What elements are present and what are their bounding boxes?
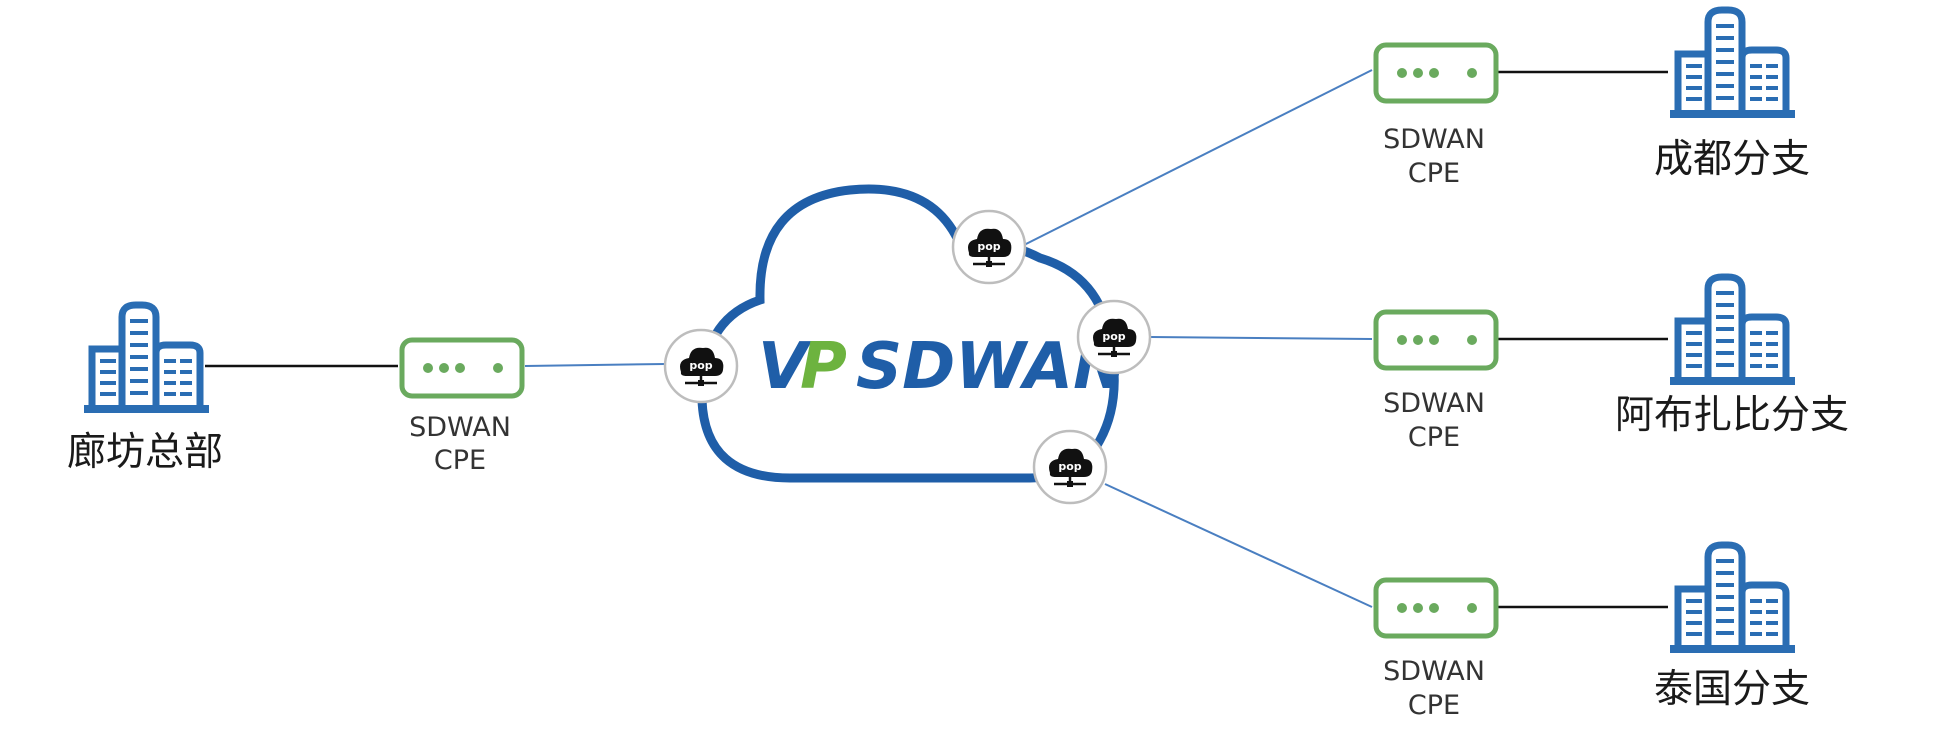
site-name-hq: 廊坊总部 (67, 430, 223, 475)
pop-nodes: pop pop pop pop (663, 209, 1152, 505)
cpe-label-abudhabi-line1: SDWAN (1383, 388, 1485, 419)
status-led-icon (1397, 68, 1407, 78)
wan-link-chengdu (1021, 69, 1373, 247)
status-led-icon (493, 363, 503, 373)
building-icon-abudhabi (1670, 273, 1795, 385)
brand-vp-p: P (800, 330, 847, 404)
cpe-label-abudhabi-line2: CPE (1408, 422, 1460, 453)
pop-cloud-icon (680, 347, 724, 386)
pop-node-thailand[interactable]: pop (1032, 429, 1108, 505)
brand-vp-v: V (758, 330, 812, 404)
wan-link-hq (524, 363, 666, 367)
cpe-label-hq-line2: CPE (434, 445, 486, 476)
buildings (84, 6, 1795, 653)
status-led-icon (1429, 335, 1439, 345)
status-led-icon (423, 363, 433, 373)
pop-cloud-icon (1093, 318, 1137, 357)
status-led-icon (1467, 68, 1477, 78)
building-icon-hq (84, 301, 209, 413)
wan-link-abudhabi (1149, 336, 1373, 340)
cpe-label-hq-line1: SDWAN (409, 412, 511, 443)
pop-cloud-icon (1049, 448, 1093, 487)
status-led-icon (1413, 335, 1423, 345)
status-led-icon (1429, 603, 1439, 613)
cpe-label-thailand-line2: CPE (1408, 690, 1460, 721)
pop-label: pop (689, 359, 712, 372)
pop-node-abudhabi[interactable]: pop (1076, 299, 1152, 375)
pop-cloud-icon (968, 228, 1012, 267)
building-icon-thailand (1670, 541, 1795, 653)
cpe-device-thailand[interactable] (1373, 577, 1499, 639)
pop-node-chengdu[interactable]: pop (951, 209, 1027, 285)
status-led-icon (1467, 603, 1477, 613)
cpe-label-thailand-line1: SDWAN (1383, 656, 1485, 687)
site-name-abudhabi: 阿布扎比分支 (1615, 393, 1849, 438)
status-led-icon (1429, 68, 1439, 78)
building-icon-chengdu (1670, 6, 1795, 118)
cpe-device-hq[interactable] (399, 337, 525, 399)
pop-label: pop (1058, 460, 1081, 473)
status-led-icon (1413, 603, 1423, 613)
labels: 廊坊总部 SDWAN CPE 成都分支 SDWAN CPE 阿布扎比分支 SDW… (67, 124, 1849, 721)
cpe-devices (399, 42, 1499, 639)
status-led-icon (455, 363, 465, 373)
status-led-icon (439, 363, 449, 373)
site-name-chengdu: 成都分支 (1654, 137, 1810, 182)
status-led-icon (1413, 68, 1423, 78)
cpe-label-chengdu-line2: CPE (1408, 158, 1460, 189)
wan-link-thailand (1104, 483, 1373, 608)
pop-node-hq[interactable]: pop (663, 328, 739, 404)
site-name-thailand: 泰国分支 (1654, 667, 1810, 712)
status-led-icon (1467, 335, 1477, 345)
status-led-icon (1397, 603, 1407, 613)
cpe-device-abudhabi[interactable] (1373, 309, 1499, 371)
cpe-device-chengdu[interactable] (1373, 42, 1499, 104)
links (205, 69, 1668, 609)
pop-label: pop (1102, 330, 1125, 343)
pop-label: pop (977, 240, 1000, 253)
cpe-label-chengdu-line1: SDWAN (1383, 124, 1485, 155)
status-led-icon (1397, 335, 1407, 345)
